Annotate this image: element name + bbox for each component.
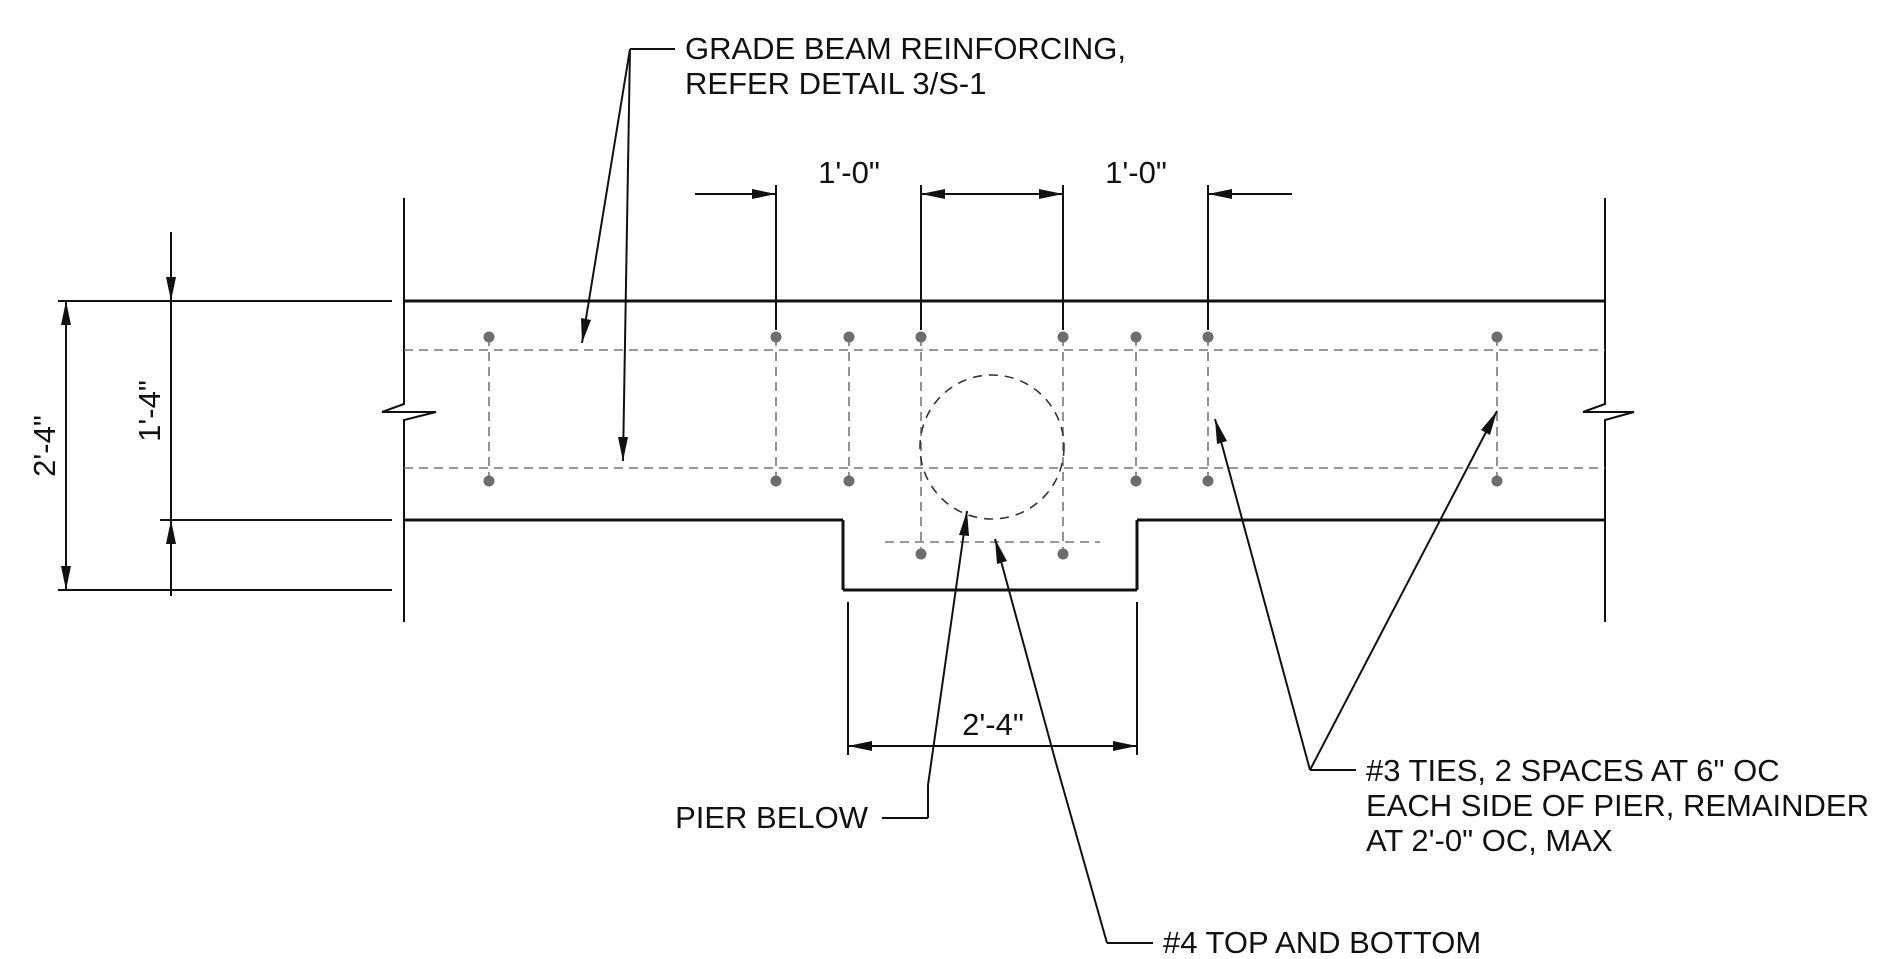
rebar-dot xyxy=(770,475,782,487)
beam-depth-label: 1'-4" xyxy=(132,380,167,442)
leader-line xyxy=(1214,418,1311,771)
rebar-dot xyxy=(1202,475,1214,487)
top-bottom-label: #4 TOP AND BOTTOM xyxy=(1163,925,1481,959)
pier-below-label: PIER BELOW xyxy=(675,800,869,835)
leader-line xyxy=(927,510,968,786)
rebar-dot xyxy=(843,475,855,487)
arrowhead xyxy=(166,277,176,301)
ties-callout-line2: EACH SIDE OF PIER, REMAINDER xyxy=(1366,788,1869,823)
rebar-dot xyxy=(1057,548,1069,560)
dimension-label-right: 1'-0" xyxy=(1105,155,1167,190)
arrowhead xyxy=(1215,419,1227,444)
tie-spacing-dimension: 1'-0" 1'-0" xyxy=(695,155,1292,330)
leader-line xyxy=(1309,410,1498,771)
rebar-dot xyxy=(843,331,855,343)
ties-callout-line3: AT 2'-0" OC, MAX xyxy=(1366,823,1613,858)
arrowhead xyxy=(848,741,872,751)
arrowhead xyxy=(1481,411,1497,435)
break-symbol-right xyxy=(1582,400,1635,424)
arrowhead xyxy=(752,189,776,199)
leader-line xyxy=(1055,762,1108,944)
rebar-dot xyxy=(1491,475,1503,487)
rebar-dot xyxy=(1130,331,1142,343)
rebar-dot xyxy=(915,548,927,560)
grade-beam-callout-line2: REFER DETAIL 3/S-1 xyxy=(685,66,986,101)
top-bottom-callout: #4 TOP AND BOTTOM xyxy=(994,538,1481,959)
rebar-dot xyxy=(770,331,782,343)
rebar-dot xyxy=(915,331,927,343)
arrowhead xyxy=(1113,741,1137,751)
leader-line xyxy=(581,48,631,344)
rebar-dot xyxy=(1057,331,1069,343)
grade-beam-callout: GRADE BEAM REINFORCING, REFER DETAIL 3/S… xyxy=(581,31,1126,462)
break-symbol-left xyxy=(381,400,437,424)
arrowhead xyxy=(1039,189,1063,199)
rebar-dot xyxy=(483,331,495,343)
ties-callout-line1: #3 TIES, 2 SPACES AT 6" OC xyxy=(1366,753,1780,788)
reinforcing xyxy=(404,331,1605,560)
rebar-dot xyxy=(483,475,495,487)
rebar-dot xyxy=(1130,475,1142,487)
leader-line xyxy=(622,48,631,462)
pier-below-circle xyxy=(919,374,1065,520)
ties-callout: #3 TIES, 2 SPACES AT 6" OC EACH SIDE OF … xyxy=(1214,410,1869,858)
pier-width-label: 2'-4" xyxy=(962,707,1024,742)
arrowhead xyxy=(995,539,1007,564)
rebar-dot xyxy=(1202,331,1214,343)
arrowhead xyxy=(581,318,591,343)
leader-line xyxy=(994,538,1057,764)
dimension-label-left: 1'-0" xyxy=(818,155,880,190)
rebar-dot xyxy=(1491,331,1503,343)
beam-outline xyxy=(381,198,1635,622)
pier-below-callout: PIER BELOW xyxy=(675,510,969,835)
pier-width-dimension: 2'-4" xyxy=(847,602,1138,755)
arrowhead xyxy=(61,301,71,325)
overall-depth-label: 2'-4" xyxy=(27,415,62,477)
arrowhead xyxy=(959,511,969,536)
depth-dimensions: 2'-4" 1'-4" xyxy=(27,232,392,596)
arrowhead xyxy=(618,437,628,461)
grade-beam-callout-line1: GRADE BEAM REINFORCING, xyxy=(685,31,1126,66)
arrowhead xyxy=(61,566,71,590)
arrowhead xyxy=(1208,189,1232,199)
arrowhead xyxy=(921,189,945,199)
